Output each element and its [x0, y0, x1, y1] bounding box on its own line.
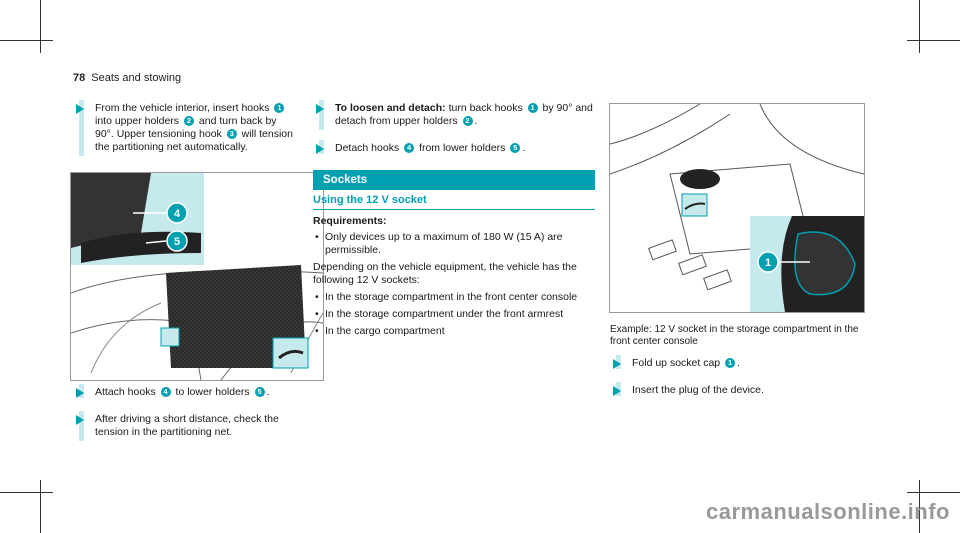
requirement-item: Only devices up to a maximum of 180 W (1… — [313, 231, 595, 257]
page-header: 78 Seats and stowing — [73, 72, 181, 84]
step-arrow-icon — [613, 359, 621, 369]
step-detach-hooks: Detach hooks 4 from lower holders 5. — [313, 140, 595, 155]
crop-mark — [40, 480, 41, 533]
step-check-tension: After driving a short distance, check th… — [73, 411, 298, 441]
callout-2-icon: 2 — [183, 116, 194, 126]
callout-4-icon: 4 — [160, 387, 171, 397]
figure-caption: Example: 12 V socket in the storage comp… — [610, 324, 859, 347]
crop-mark — [0, 40, 53, 41]
callout-1-icon: 1 — [725, 358, 736, 368]
socket-paragraph: Depending on the vehicle equipment, the … — [313, 261, 577, 286]
socket-figure: 1 — [609, 103, 865, 313]
callout-4-icon: 4 — [404, 143, 415, 153]
callout-1-icon: 1 — [527, 103, 538, 113]
callout-3-icon: 3 — [226, 129, 237, 139]
crop-mark — [907, 40, 960, 41]
figure-callout-4: 4 — [174, 208, 181, 220]
middle-column: To loosen and detach: turn back hooks 1 … — [313, 100, 595, 169]
section-name: Seats and stowing — [91, 72, 182, 84]
crop-mark — [919, 480, 920, 533]
crop-mark — [907, 492, 960, 493]
callout-5-icon: 5 — [254, 387, 265, 397]
callout-2-icon: 2 — [462, 116, 473, 126]
step-insert-hooks: From the vehicle interior, insert hooks … — [73, 100, 298, 156]
figure-callout-5: 5 — [174, 236, 180, 248]
step-attach-hooks: Attach hooks 4 to lower holders 5. — [73, 384, 298, 399]
socket-item: In the cargo compartment — [313, 325, 595, 338]
callout-1-icon: 1 — [274, 103, 285, 113]
step-arrow-icon — [613, 386, 621, 396]
crop-mark — [40, 0, 41, 53]
watermark: carmanualsonline.info — [706, 499, 950, 524]
crop-mark — [919, 0, 920, 53]
requirements-block: Requirements: Only devices up to a maxim… — [313, 215, 595, 338]
subsection-title: Using the 12 V socket — [313, 194, 595, 210]
crop-mark — [0, 492, 53, 493]
callout-5-icon: 5 — [510, 143, 521, 153]
right-column: Fold up socket cap 1. Insert the plug of… — [610, 355, 865, 411]
figure-callout-1: 1 — [765, 257, 771, 269]
page-number: 78 — [73, 72, 86, 84]
step-arrow-icon — [76, 415, 84, 425]
seat-net-illustration: 4 5 — [71, 173, 323, 380]
requirements-label: Requirements: — [313, 215, 387, 227]
step-loosen-detach: To loosen and detach: turn back hooks 1 … — [313, 100, 595, 130]
partition-net-figure: 4 5 — [70, 172, 324, 381]
step-arrow-icon — [76, 388, 84, 398]
socket-item: In the storage compartment in the front … — [313, 291, 595, 304]
step-insert-plug: Insert the plug of the device. — [610, 382, 865, 397]
step-arrow-icon — [316, 104, 324, 114]
step-arrow-icon — [76, 104, 84, 114]
section-title-sockets: Sockets — [313, 170, 595, 190]
step-arrow-icon — [316, 144, 324, 154]
left-column: From the vehicle interior, insert hooks … — [73, 100, 298, 168]
socket-item: In the storage compartment under the fro… — [313, 308, 595, 321]
console-illustration: 1 — [610, 104, 864, 312]
left-column-bottom: Attach hooks 4 to lower holders 5. After… — [73, 384, 298, 453]
step-fold-cap: Fold up socket cap 1. — [610, 355, 865, 370]
